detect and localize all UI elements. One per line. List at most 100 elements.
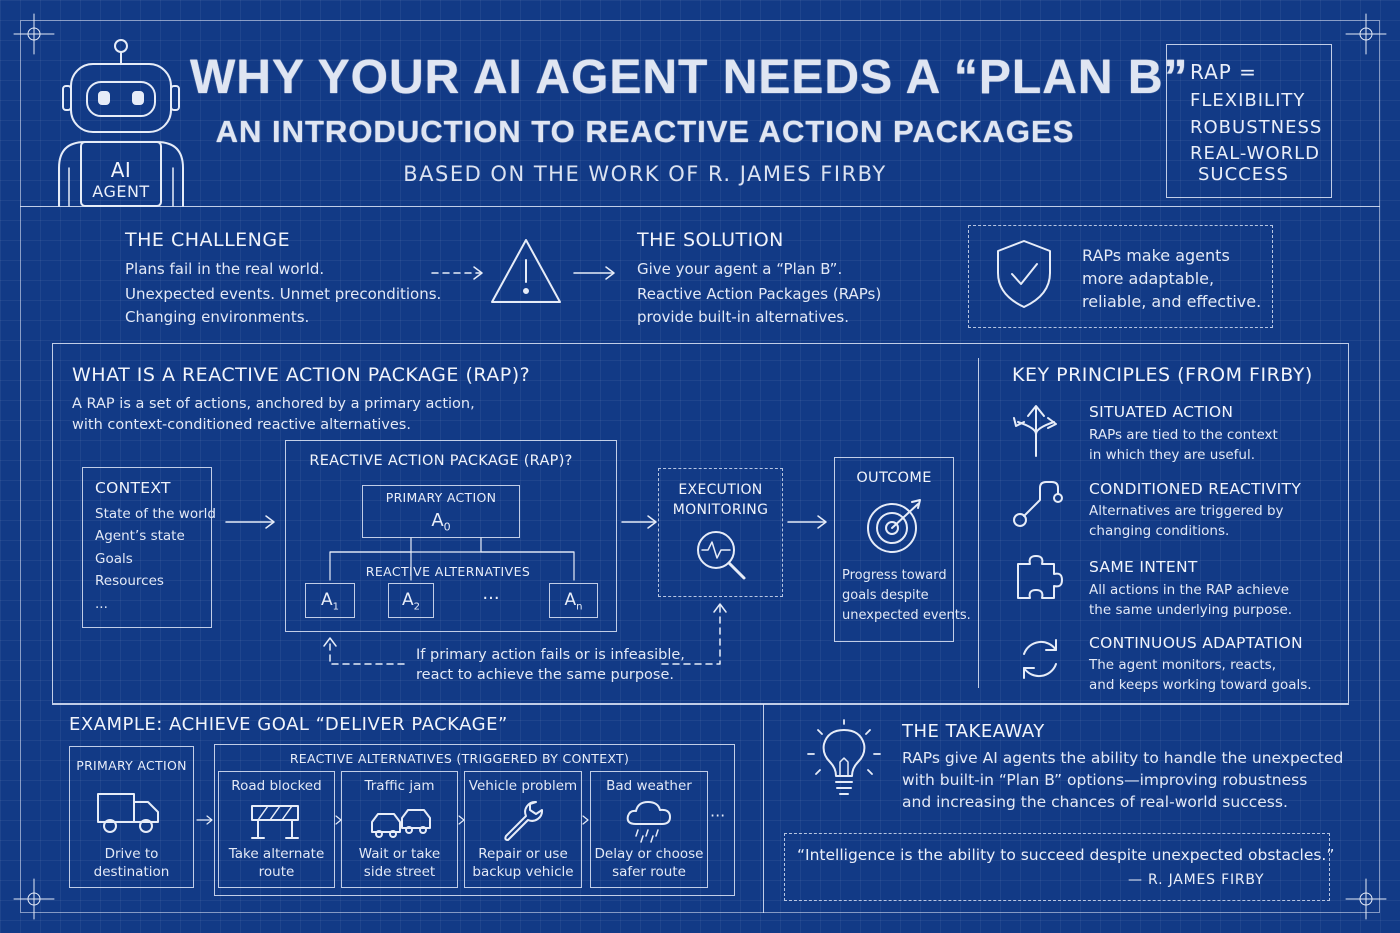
alt-subscript: 1	[332, 601, 339, 613]
alt-symbol: A	[320, 590, 333, 610]
main-panel	[52, 343, 1349, 704]
example-heading: EXAMPLE: ACHIEVE GOAL “DELIVER PACKAGE”	[69, 714, 508, 735]
solution-line: Reactive Action Packages (RAPs)	[637, 285, 882, 303]
challenge-line: Plans fail in the real world.	[125, 260, 325, 278]
warning-icon	[491, 239, 561, 303]
rap-equals-box	[1166, 44, 1332, 198]
cars-icon	[371, 809, 431, 838]
byline: BASED ON THE WORK OF R. JAMES FIRBY	[403, 162, 887, 186]
alternative-line: side street	[363, 864, 436, 880]
primary-subscript: 0	[443, 520, 451, 534]
benefit-box	[968, 225, 1273, 328]
solution-line: provide built-in alternatives.	[637, 308, 850, 326]
arrow-icon	[573, 266, 615, 280]
alt-ellipsis: ···	[482, 588, 500, 609]
rap-diagram-heading: REACTIVE ACTION PACKAGE (RAP)?	[309, 453, 573, 469]
principle-title: SAME INTENT	[1089, 558, 1198, 576]
alternative-trigger: Vehicle problem	[468, 778, 578, 794]
bottom-divider	[52, 704, 1349, 705]
example-primary-box	[69, 746, 194, 888]
monitoring-label: MONITORING	[672, 502, 769, 518]
alternative-line: Wait or take	[358, 846, 441, 862]
context-box	[82, 467, 212, 628]
wrench-icon	[504, 800, 544, 841]
alternative-line: Repair or use	[478, 846, 568, 862]
quote-author: — R. JAMES FIRBY	[1128, 872, 1265, 888]
robot-icon	[58, 39, 184, 207]
quote-box	[784, 833, 1330, 901]
branching-arrows-icon	[1013, 405, 1057, 457]
alternative-line: route	[258, 864, 295, 880]
alternative-trigger: Traffic jam	[364, 778, 435, 794]
alternative-line: Take alternate	[228, 846, 325, 862]
rap-real-world: REAL-WORLD	[1190, 143, 1321, 164]
feedback-loop-arrow	[323, 603, 727, 665]
alt-action-symbol: An	[549, 590, 598, 612]
puzzle-icon	[1017, 555, 1063, 599]
what-is-line: with context-conditioned reactive altern…	[72, 417, 411, 433]
solution-line: Give your agent a “Plan B”.	[637, 260, 843, 278]
path-icon	[1013, 481, 1063, 527]
alternative-card	[464, 771, 582, 888]
context-item: Resources	[95, 573, 164, 589]
quote-text: “Intelligence is the ability to succeed …	[797, 846, 1335, 864]
principle-title: CONDITIONED REACTIVITY	[1089, 480, 1302, 498]
example-primary-line: destination	[93, 864, 170, 880]
benefit-line: more adaptable,	[1082, 269, 1215, 288]
alt-subscript: 2	[413, 601, 420, 613]
page-title: WHY YOUR AI AGENT NEEDS A “PLAN B”	[190, 51, 1189, 104]
outcome-line: unexpected events.	[842, 608, 971, 623]
alternative-line: safer route	[612, 864, 686, 880]
benefit-line: RAPs make agents	[1082, 246, 1230, 265]
monitoring-label: EXECUTION	[678, 482, 763, 498]
roadblock-icon	[251, 805, 299, 839]
truck-icon	[97, 793, 159, 833]
main-panel-divider	[978, 358, 979, 688]
primary-action-box	[362, 485, 520, 538]
context-item: Agent’s state	[95, 528, 185, 544]
example-alternatives-label: REACTIVE ALTERNATIVES (TRIGGERED BY CONT…	[289, 751, 630, 766]
principles-heading: KEY PRINCIPLES (FROM FIRBY)	[1012, 364, 1313, 386]
context-item: State of the world	[95, 506, 216, 522]
what-is-heading: WHAT IS A REACTIVE ACTION PACKAGE (RAP)?	[72, 364, 531, 386]
principle-line: The agent monitors, reacts,	[1089, 657, 1276, 673]
arrow-icon	[196, 815, 213, 825]
cloud-rain-icon	[626, 801, 671, 843]
alt-action-box	[305, 583, 355, 618]
monitoring-box	[658, 468, 783, 597]
principle-line: and keeps working toward goals.	[1089, 677, 1312, 693]
context-item: ...	[95, 596, 108, 612]
takeaway-line: with built-in “Plan B” options—improving…	[902, 771, 1308, 789]
alt-action-symbol: A2	[388, 590, 434, 612]
connector-lines	[329, 537, 575, 581]
corner-mark-icon	[13, 878, 55, 920]
feedback-line: react to achieve the same purpose.	[416, 667, 675, 683]
header-divider	[20, 206, 1380, 207]
primary-action-symbol: A0	[362, 510, 520, 534]
takeaway-line: RAPs give AI agents the ability to handl…	[902, 749, 1344, 767]
alternative-line: backup vehicle	[472, 864, 574, 880]
page-subtitle: AN INTRODUCTION TO REACTIVE ACTION PACKA…	[215, 114, 1075, 149]
arrow-icon	[225, 515, 275, 529]
alternative-trigger: Road blocked	[231, 778, 322, 794]
arrow-icon	[582, 815, 589, 825]
more-alternatives-ellipsis: ···	[710, 806, 726, 825]
principle-line: in which they are useful.	[1089, 447, 1256, 463]
magnifier-pulse-icon	[697, 531, 746, 580]
alternative-card	[218, 771, 335, 888]
takeaway-line: and increasing the chances of real-world…	[902, 793, 1288, 811]
reactive-alternatives-label: REACTIVE ALTERNATIVES	[365, 564, 531, 579]
benefit-line: reliable, and effective.	[1082, 292, 1262, 311]
primary-symbol: A	[431, 510, 444, 531]
rap-equals-label: RAP =	[1190, 60, 1257, 84]
rap-success: SUCCESS	[1198, 164, 1289, 185]
robot-label-ai: AI	[110, 158, 132, 182]
lightbulb-icon	[807, 719, 881, 795]
alternative-card	[341, 771, 458, 888]
alt-symbol: A	[564, 590, 577, 610]
bottom-vertical-divider	[763, 704, 764, 913]
context-item: Goals	[95, 551, 133, 567]
alternative-card	[590, 771, 708, 888]
rap-robustness: ROBUSTNESS	[1190, 117, 1323, 138]
dashed-arrow-icon	[431, 266, 483, 280]
